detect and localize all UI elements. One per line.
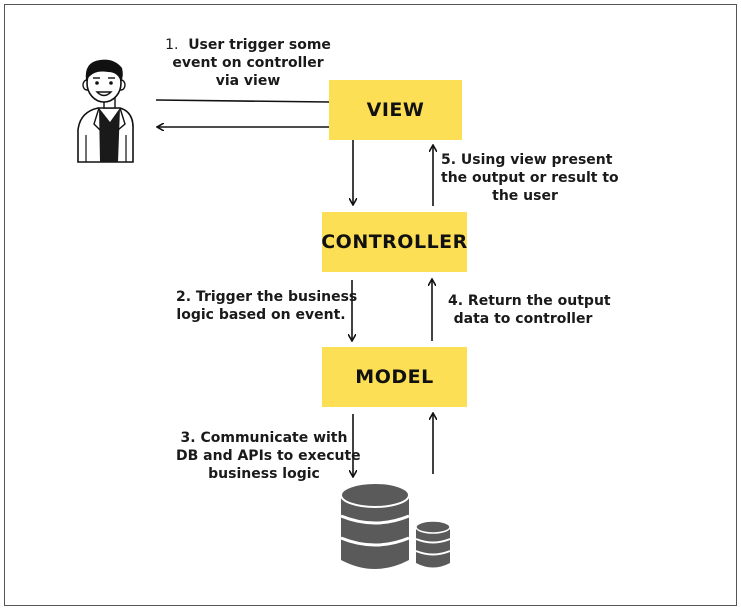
step-4-line-2: data to controller: [453, 311, 593, 327]
step-4-line-1: 4. Return the output: [448, 293, 611, 309]
step-1-number: 1.: [165, 37, 179, 53]
controller-label: CONTROLLER: [321, 231, 468, 253]
step-1-line-2: event on controller: [172, 55, 324, 71]
step-2-note: 2. Trigger the business logic based on e…: [176, 288, 358, 324]
step-3-line-2: DB and APIs to execute: [176, 448, 361, 464]
model-label: MODEL: [355, 366, 434, 388]
user-to-view-line: [155, 99, 331, 103]
controller-box: CONTROLLER: [321, 212, 468, 272]
view-label: VIEW: [366, 99, 425, 121]
step-1-line-3: via view: [215, 73, 281, 89]
step-1-line-1: 1. User trigger some: [158, 36, 338, 54]
view-box: VIEW: [329, 80, 462, 140]
step-4-note: 4. Return the output data to controller: [448, 292, 611, 328]
step-3-note: 3. Communicate with DB and APIs to execu…: [176, 429, 361, 483]
step-1-note: 1. User trigger some event on controller…: [158, 36, 338, 90]
step-3-line-3: business logic: [208, 466, 320, 482]
user-avatar-icon: [77, 59, 134, 163]
database-small-icon: [415, 520, 451, 568]
step-2-line-2: logic based on event.: [176, 307, 346, 323]
step-5-line-3: the user: [492, 188, 558, 204]
database-icon: [340, 482, 410, 569]
step-5-line-2: the output or result to: [441, 170, 619, 186]
step-5-line-1: 5. Using view present: [441, 152, 613, 168]
step-1-line-1-text: User trigger some: [188, 37, 331, 53]
step-2-line-1: 2. Trigger the business: [176, 289, 358, 305]
step-3-line-1: 3. Communicate with: [180, 430, 348, 446]
model-box: MODEL: [322, 347, 467, 407]
step-5-note: 5. Using view present the output or resu…: [441, 151, 619, 205]
